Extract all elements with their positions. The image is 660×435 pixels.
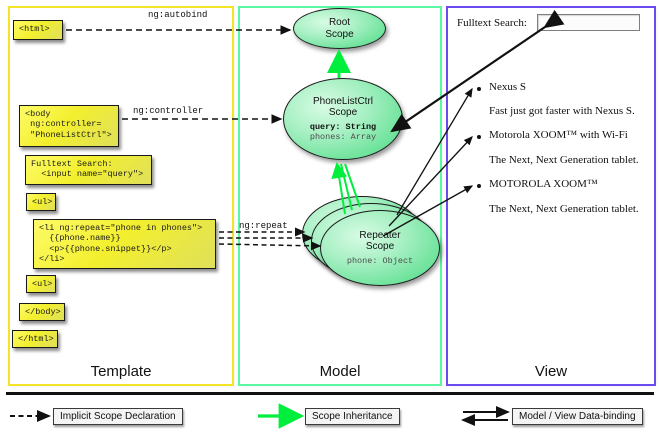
- scope-repeater-title-line2: Scope: [365, 240, 395, 252]
- scope-repeater-properties: phone: Object: [347, 256, 413, 266]
- view-bullet-3: [477, 184, 481, 188]
- template-box-ul-open: <ul>: [26, 193, 56, 211]
- scope-root-title-line1: Root: [328, 17, 351, 29]
- view-phone-name-1: Nexus S: [489, 81, 526, 93]
- legend-model-view-databinding: Model / View Data-binding: [512, 408, 643, 425]
- edge-label-ng-controller: ng:controller: [133, 106, 204, 116]
- view-bullet-2: [477, 135, 481, 139]
- model-column: Model: [238, 6, 442, 386]
- view-phone-snippet-2: The Next, Next Generation tablet.: [489, 154, 639, 166]
- scope-property-phones: phones: Array: [309, 132, 377, 143]
- scope-property-query: query: String: [309, 122, 377, 132]
- template-column-label: Template: [90, 363, 152, 380]
- scope-phonelistctrl-title-line1: PhoneListCtrl: [312, 95, 374, 107]
- legend-implicit-scope-declaration: Implicit Scope Declaration: [53, 408, 183, 425]
- template-box-fulltext-search: Fulltext Search: <input name="query">: [25, 155, 152, 185]
- view-phone-name-3: MOTOROLA XOOM™: [489, 178, 598, 190]
- template-box-body-close: </body>: [19, 303, 65, 321]
- scope-repeater-title-line1: Repeater: [359, 229, 401, 241]
- view-column-label: View: [534, 363, 568, 380]
- template-box-ul-close: <ul>: [26, 275, 56, 293]
- view-column: View: [446, 6, 656, 386]
- scope-property-phone: phone: Object: [346, 256, 414, 267]
- template-box-body-controller: <body ng:controller= "PhoneListCtrl">: [19, 105, 119, 147]
- scope-root-title-line2: Scope: [325, 28, 354, 40]
- view-bullet-1: [477, 87, 481, 91]
- scope-root: Root Scope: [293, 8, 386, 49]
- template-box-html-close: </html>: [12, 330, 58, 348]
- view-phone-snippet-1: Fast just got faster with Nexus S.: [489, 105, 635, 117]
- template-box-li-repeat: <li ng:repeat="phone in phones"> {{phone…: [33, 219, 216, 269]
- legend-scope-inheritance: Scope Inheritance: [305, 408, 400, 425]
- legend-divider: [6, 392, 654, 395]
- view-search-label: Fulltext Search:: [457, 17, 527, 29]
- scope-phonelistctrl: PhoneListCtrl Scope query: String phones…: [283, 78, 403, 160]
- scope-repeater: Repeater Scope phone: Object: [320, 210, 440, 286]
- scope-phonelistctrl-title-line2: Scope: [328, 106, 358, 118]
- view-phone-name-2: Motorola XOOM™ with Wi-Fi: [489, 129, 628, 141]
- model-column-label: Model: [319, 363, 361, 380]
- template-box-html-open: <html>: [13, 20, 63, 40]
- edge-label-ng-repeat: ng:repeat: [239, 221, 288, 231]
- view-search-input[interactable]: [537, 14, 640, 31]
- edge-label-ng-autobind: ng:autobind: [148, 10, 208, 20]
- view-phone-snippet-3: The Next, Next Generation tablet.: [489, 203, 639, 215]
- scope-phonelistctrl-properties: query: String phones: Array: [310, 122, 376, 142]
